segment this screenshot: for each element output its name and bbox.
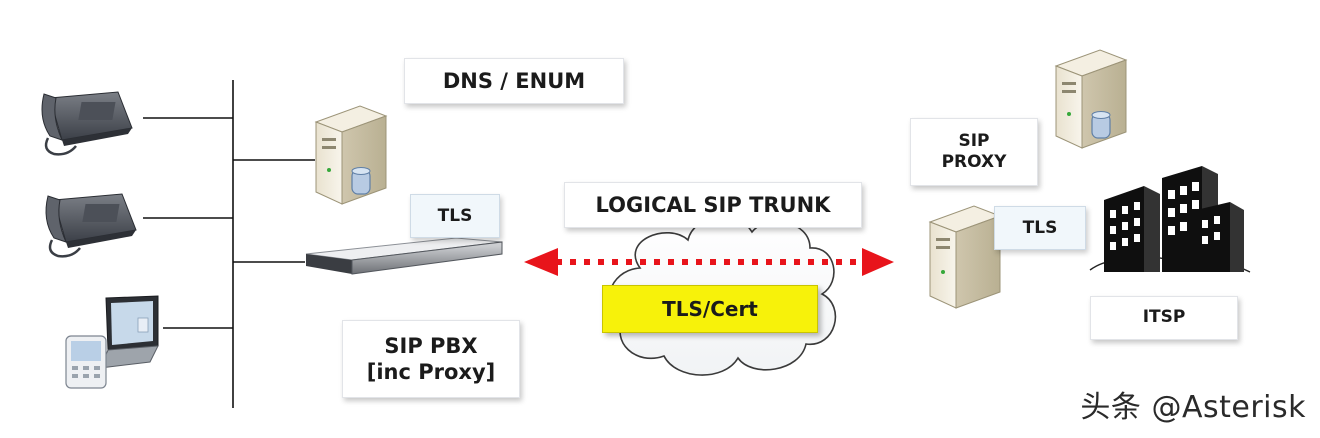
logical-sip-trunk-label: LOGICAL SIP TRUNK	[564, 182, 862, 228]
tls-cert-badge: TLS/Cert	[602, 285, 818, 333]
itsp-label: ITSP	[1090, 296, 1238, 340]
dns-enum-label: DNS / ENUM	[404, 58, 624, 104]
office-building-icon	[1089, 166, 1251, 273]
watermark-text: 头条 @Asterisk	[1080, 390, 1306, 425]
network-bus	[143, 80, 315, 408]
tls-right-badge: TLS	[994, 206, 1086, 250]
sip-trunk-arrow	[524, 248, 894, 276]
server-tower-icon	[314, 105, 388, 205]
desk-phone-icon	[41, 91, 133, 156]
sip-pbx-label: SIP PBX [inc Proxy]	[342, 320, 520, 398]
laptop-icon	[99, 295, 159, 369]
server-tower-icon	[928, 205, 1002, 309]
tls-left-badge: TLS	[410, 194, 500, 238]
server-tower-icon	[1054, 49, 1128, 149]
desk-phone-icon	[45, 193, 137, 258]
pda-icon	[65, 335, 107, 389]
sip-proxy-label: SIP PROXY	[910, 118, 1038, 186]
